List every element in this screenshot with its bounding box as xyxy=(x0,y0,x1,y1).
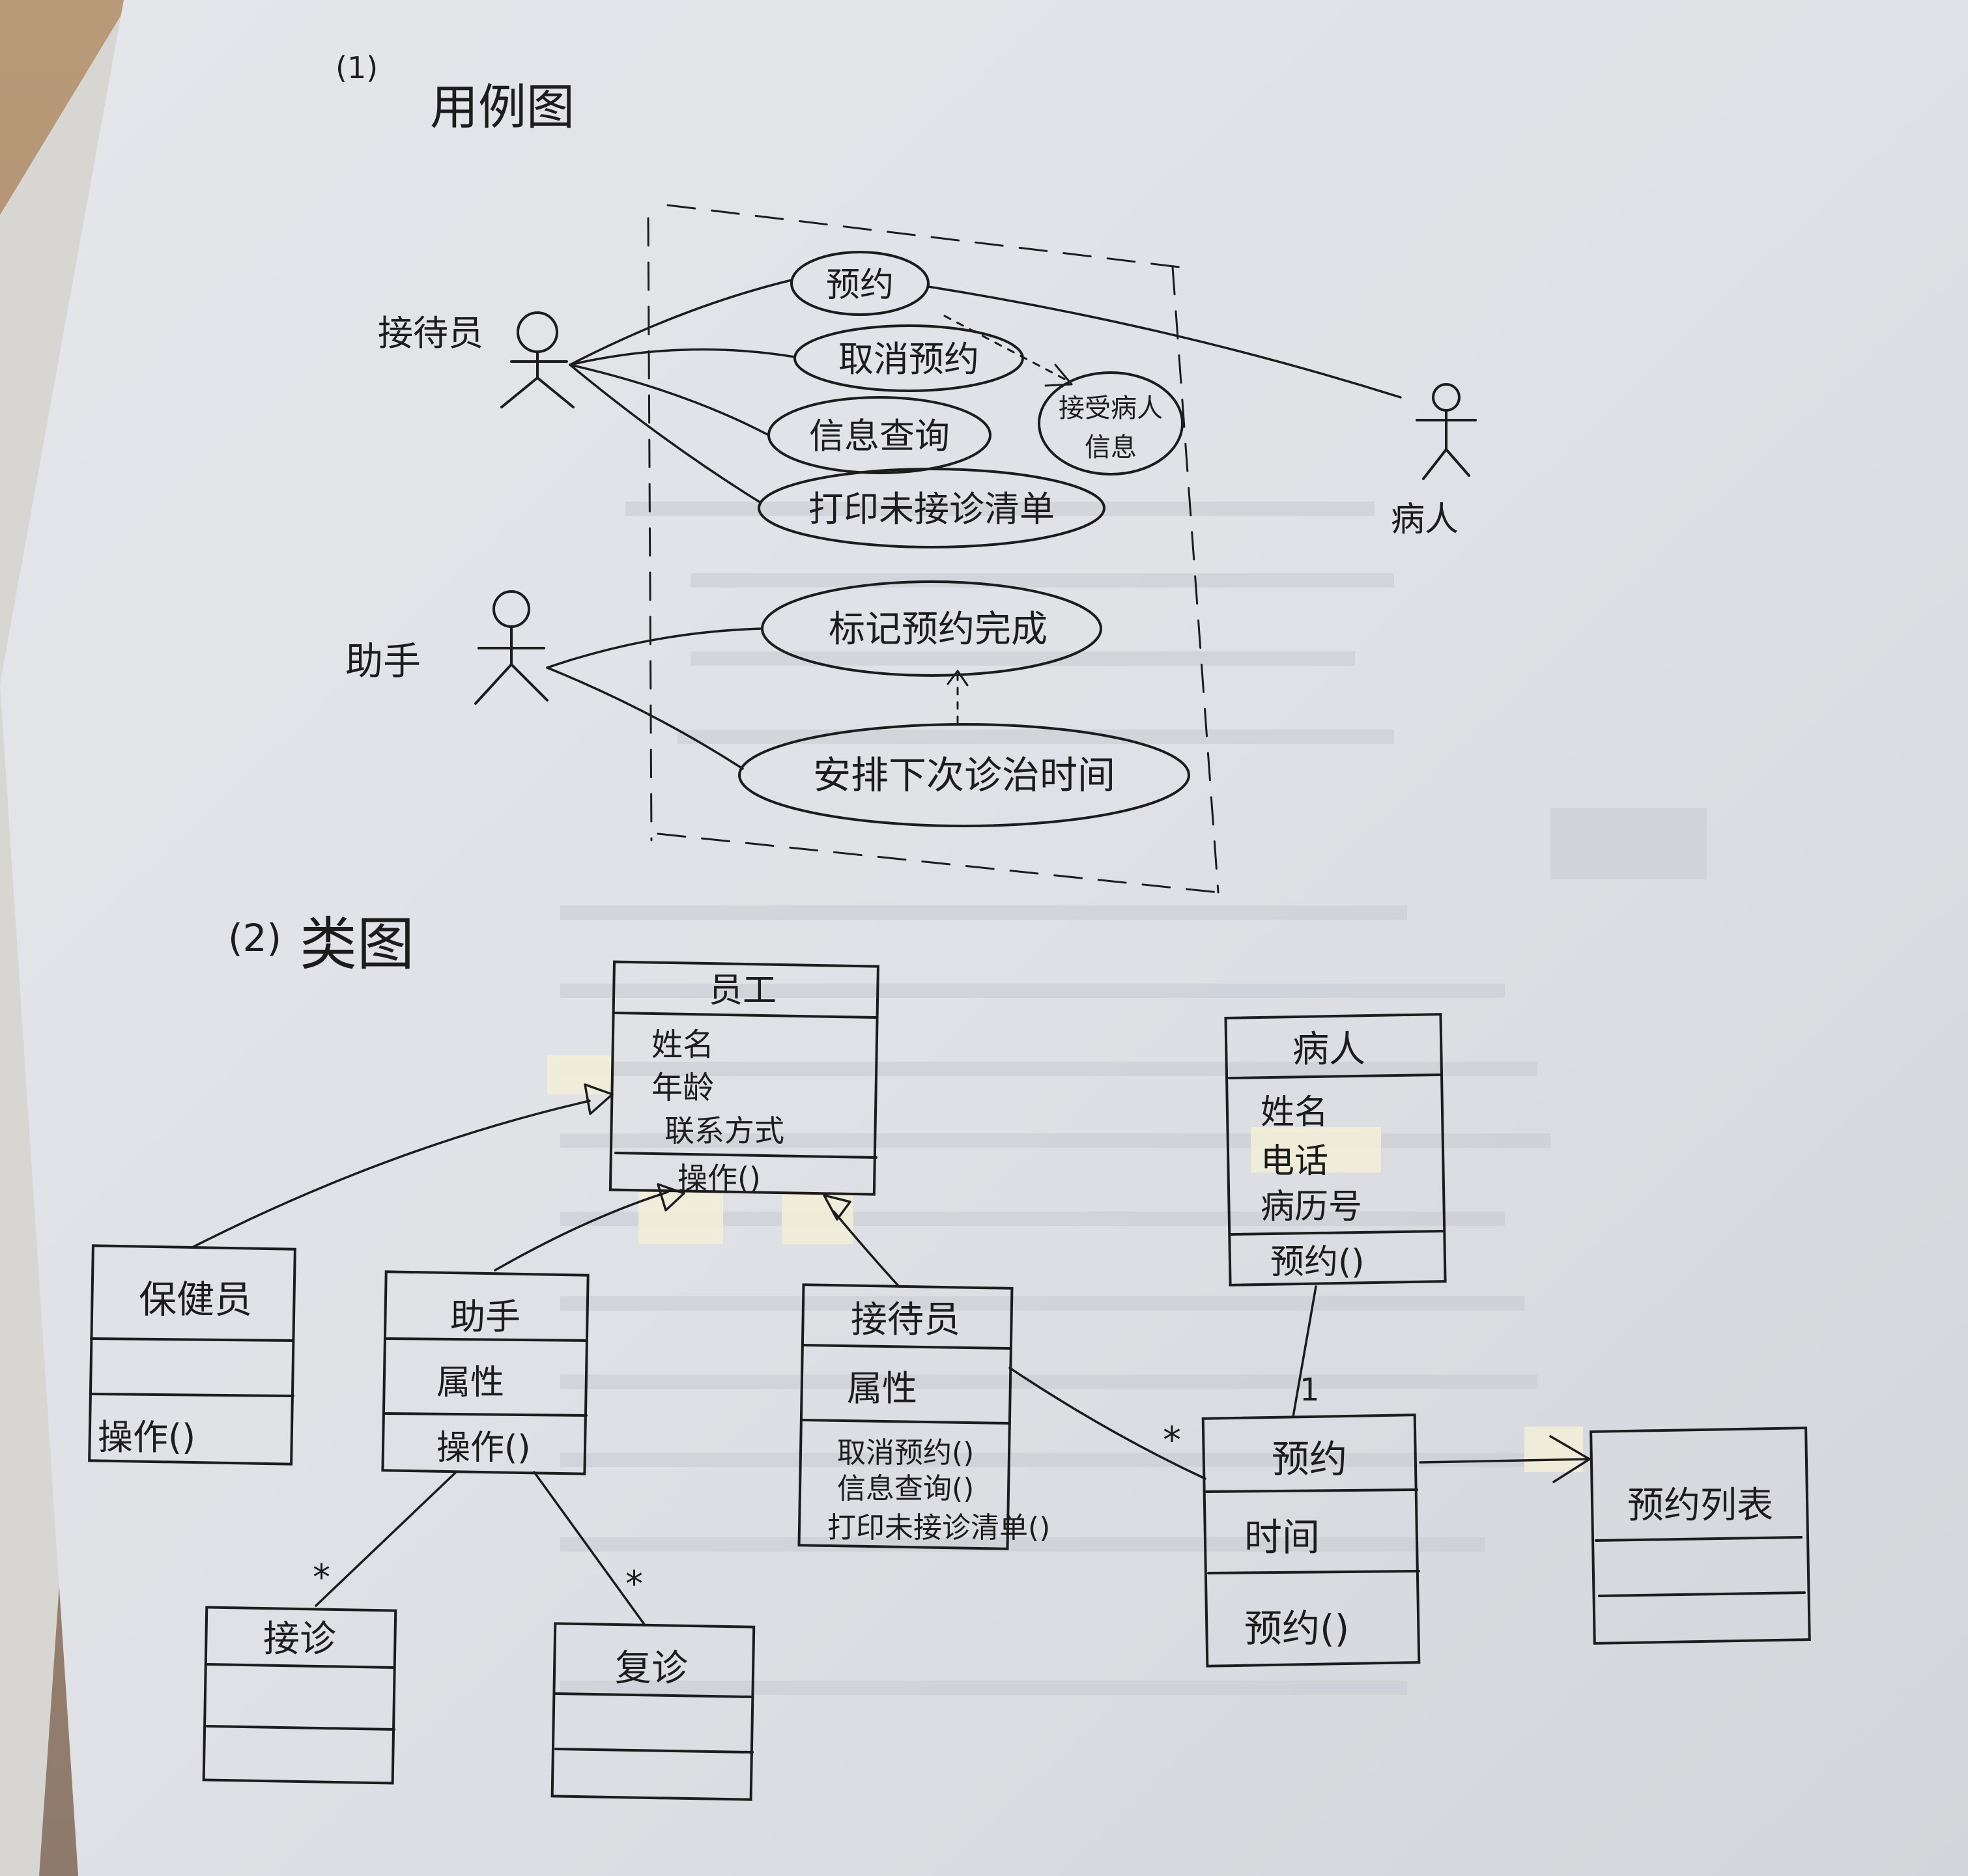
class-revisit-name: 复诊 xyxy=(615,1647,688,1690)
actor-patient: 病人 xyxy=(1391,383,1477,539)
class-appointment-list: 预约列表 xyxy=(1590,1427,1811,1645)
class-patient-attr: 电话 xyxy=(1261,1142,1328,1181)
class-employee-op: 操作() xyxy=(677,1161,761,1196)
multiplicity-label: * xyxy=(1163,1419,1181,1462)
usecase-patient-info-line2: 信息 xyxy=(1085,433,1137,462)
class-reception: 接诊 xyxy=(202,1606,397,1785)
class-receptionist-op: 打印未接诊清单() xyxy=(827,1511,1050,1544)
generalization-arrowhead-icon xyxy=(584,1083,851,1221)
class-appointment: 预约 时间 预约() xyxy=(1201,1414,1421,1668)
class-patient-op: 预约() xyxy=(1270,1243,1365,1282)
class-appointment-name: 预约 xyxy=(1272,1437,1347,1481)
class-employee-name: 员工 xyxy=(709,971,777,1010)
usecase-appointment-label: 预约 xyxy=(826,266,894,305)
class-patient-attr: 病历号 xyxy=(1261,1187,1362,1227)
stick-figure-icon xyxy=(500,311,575,408)
class-caretaker: 保健员 操作() xyxy=(88,1244,296,1466)
class-revisit: 复诊 xyxy=(550,1622,756,1801)
multiplicity-label: * xyxy=(313,1557,330,1598)
class-patient-name: 病人 xyxy=(1292,1029,1365,1071)
actor-assistant: 助手 xyxy=(345,590,549,705)
class-employee-attr: 年龄 xyxy=(651,1070,714,1106)
class-patient: 病人 姓名 电话 病历号 预约() xyxy=(1224,1013,1447,1286)
section2-label: (2) xyxy=(228,916,281,960)
class-receptionist-op: 取消预约() xyxy=(837,1436,974,1470)
class-caretaker-name: 保健员 xyxy=(139,1277,252,1322)
tape xyxy=(1251,1127,1381,1172)
multiplicity-label: 1 xyxy=(1300,1372,1320,1408)
actor-receptionist: 接待员 xyxy=(378,311,575,408)
actor-patient-label: 病人 xyxy=(1391,500,1459,539)
usecase-info-query: 信息查询 xyxy=(767,396,991,474)
usecase-info-query-label: 信息查询 xyxy=(809,416,950,457)
usecase-mark-done: 标记预约完成 xyxy=(761,580,1102,677)
usecase-schedule-next-label: 安排下次诊治时间 xyxy=(813,753,1115,797)
class-assistant-attr: 属性 xyxy=(436,1363,504,1402)
generalization-links xyxy=(191,1100,900,1288)
class-receptionist-attr: 属性 xyxy=(847,1368,917,1409)
usecase-patient-info-line1: 接受病人 xyxy=(1059,393,1163,423)
class-appointment-list-name: 预约列表 xyxy=(1627,1485,1773,1527)
tape xyxy=(638,1192,723,1244)
section2-title: 类图 xyxy=(300,911,414,978)
stick-figure-icon xyxy=(474,590,549,705)
class-associations xyxy=(315,1285,1591,1627)
usecase-print-list-label: 打印未接诊清单 xyxy=(808,489,1055,530)
section1-title: 用例图 xyxy=(430,79,575,135)
class-receptionist-name: 接待员 xyxy=(851,1299,960,1341)
actor-receptionist-label: 接待员 xyxy=(378,313,483,354)
class-assistant-op: 操作() xyxy=(436,1428,531,1468)
class-receptionist-op: 信息查询() xyxy=(837,1472,974,1505)
system-boundary xyxy=(647,204,1219,894)
class-employee-attr: 联系方式 xyxy=(664,1113,784,1148)
usecase-mark-done-label: 标记预约完成 xyxy=(829,608,1048,651)
usecase-schedule-next: 安排下次诊治时间 xyxy=(738,723,1190,827)
class-reception-name: 接诊 xyxy=(263,1618,336,1660)
stick-figure-icon xyxy=(1416,383,1477,480)
class-patient-attr: 姓名 xyxy=(1261,1093,1328,1132)
actor-assistant-label: 助手 xyxy=(345,639,421,683)
class-employee-attr: 姓名 xyxy=(651,1027,714,1063)
class-appointment-attr: 时间 xyxy=(1244,1515,1320,1559)
class-caretaker-op: 操作() xyxy=(98,1417,195,1458)
navigability-arrowhead-icon xyxy=(1549,1435,1591,1483)
usecase-cancel-appointment: 取消预约 xyxy=(793,324,1024,392)
usecase-print-list: 打印未接诊清单 xyxy=(758,468,1105,548)
usecase-dependencies xyxy=(943,315,1070,724)
class-assistant-name: 助手 xyxy=(450,1296,521,1337)
usecase-patient-info: 接受病人 信息 xyxy=(1038,371,1184,476)
usecase-appointment: 预约 xyxy=(790,251,930,316)
section1-label: (1) xyxy=(335,50,378,85)
usecase-cancel-appointment-label: 取消预约 xyxy=(838,339,979,380)
multiplicity-label: * xyxy=(625,1563,643,1604)
class-receptionist: 接待员 属性 取消预约() 信息查询() 打印未接诊清单() xyxy=(797,1283,1050,1550)
class-assistant: 助手 属性 操作() xyxy=(381,1270,590,1475)
class-appointment-op: 预约() xyxy=(1244,1606,1349,1651)
usecase-associations xyxy=(546,279,1402,770)
tape xyxy=(547,1055,612,1094)
class-employee: 员工 姓名 年龄 联系方式 操作() xyxy=(608,960,879,1196)
